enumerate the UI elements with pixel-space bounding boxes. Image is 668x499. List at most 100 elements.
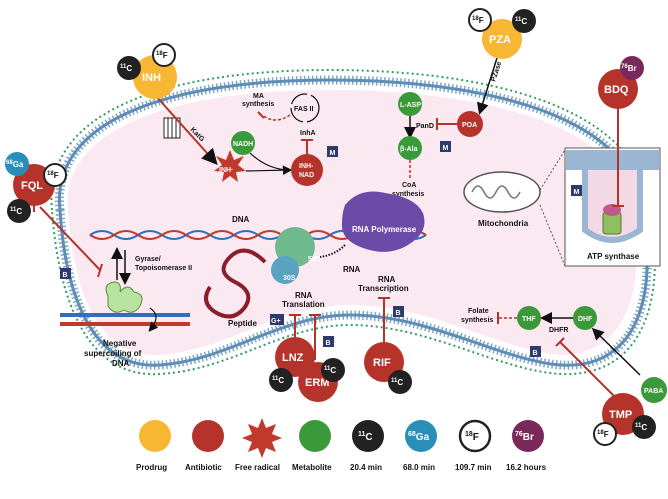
legend-f18-swatch	[458, 419, 492, 453]
badge-b-folate	[530, 346, 541, 357]
tmp-c11-text: 11C	[635, 423, 647, 432]
badge-m-inh	[327, 146, 338, 157]
lnz-c11-badge	[269, 368, 293, 392]
fql-ga68-text: 68Ga	[6, 160, 24, 169]
nadh-circle	[231, 131, 255, 155]
tmp-inhibit-line	[559, 341, 621, 403]
ribosome-30s	[271, 256, 299, 284]
rna-transcription-label-2: Transcription	[358, 284, 409, 293]
fas2-label: FAS II	[294, 106, 314, 113]
mitochondria-shape	[463, 171, 541, 213]
lnz-c11-text: 11C	[272, 376, 284, 385]
badge-m-atp	[571, 185, 582, 196]
supercoil-dna-top	[60, 313, 190, 317]
fql-c11-text: 11C	[10, 207, 22, 216]
badge-b-translation	[323, 336, 334, 347]
pza-drug-label: PZA	[489, 34, 511, 46]
fql-f18-text: 18F	[47, 171, 59, 180]
legend-metabolite-swatch	[299, 420, 331, 452]
gyrase-label-2: Topoisomerase II	[135, 265, 192, 272]
tmp-inhibit-bar	[555, 337, 565, 347]
badge-m-pza	[440, 141, 451, 152]
poa-circle	[457, 111, 483, 137]
badge-b-translation-text: B	[326, 340, 331, 347]
dna-label: DNA	[232, 215, 250, 224]
inh-f18-text: 18F	[156, 51, 168, 60]
supercoil-rotation	[148, 307, 159, 332]
ma-synthesis-label-2: synthesis	[242, 101, 274, 108]
inh-c11-badge	[117, 56, 141, 80]
inh-radical-star	[214, 150, 246, 182]
erm-c11-badge	[321, 358, 345, 382]
pza-c11-text: 11C	[515, 17, 527, 26]
inh-f18-badge	[152, 43, 176, 67]
coa-label-2: synthesis	[392, 191, 424, 198]
pza-c11-badge	[512, 9, 536, 33]
paba-circle	[641, 377, 667, 403]
rif-c11-badge	[388, 370, 412, 394]
legend-antibiotic-swatch	[192, 420, 224, 452]
legend-f18-text: 18F	[465, 431, 479, 443]
thf-label: THF	[522, 316, 536, 323]
atp-synthase-label: ATP synthase	[587, 252, 640, 261]
neg-supercoil-label-2: supercoiling of	[84, 349, 142, 358]
rna-transcription-label-1: RNA	[378, 275, 396, 284]
legend-antibiotic-label: Antibiotic	[185, 463, 222, 472]
fas2-cycle	[290, 93, 320, 123]
badge-b-transcription-text: B	[396, 310, 401, 317]
mitochondria-cristae	[471, 185, 521, 199]
tmp-drug-label: TMP	[609, 409, 632, 421]
legend-c11-swatch	[352, 420, 384, 452]
folate-label-2: synthesis	[461, 317, 493, 324]
inha-label: InhA	[300, 130, 316, 137]
b-ala-label: β-Ala	[400, 146, 418, 153]
badge-gplus	[270, 314, 284, 325]
poa-label: POA	[462, 122, 477, 129]
nadh-label: NADH	[233, 141, 253, 148]
dhf-label: DHF	[578, 316, 593, 323]
inh-nad-label-2: NAD	[299, 172, 314, 179]
legend-prodrug-swatch	[139, 420, 171, 452]
folate-label-1: Folate	[468, 308, 489, 315]
rif-c11-text: 11C	[391, 378, 403, 387]
inh-nad-circle	[291, 154, 323, 186]
ribosome-30s-label: 30S	[283, 275, 296, 282]
inh-radical-label: INH·	[219, 167, 233, 174]
legend-prodrug-label: Prodrug	[136, 463, 167, 472]
erm-drug-label: ERM	[305, 377, 329, 389]
legend-c11-label: 20.4 min	[350, 463, 382, 472]
nadh-to-inhnad-arrow	[249, 152, 291, 171]
tmp-f18-text: 18F	[597, 430, 609, 439]
fql-f18-badge	[43, 163, 67, 187]
mitochondria-label: Mitochondria	[478, 219, 529, 228]
pza-drug-circle[interactable]	[482, 19, 522, 59]
badge-b-transcription	[393, 306, 404, 317]
ma-synthesis-label-1: MA	[253, 93, 264, 100]
gyrase-enzyme	[105, 281, 143, 313]
inh-nad-label-1: INH-	[299, 163, 314, 170]
legend-f18-label: 109.7 min	[455, 463, 492, 472]
cell-membrane	[57, 78, 649, 367]
legend-br76-swatch	[512, 420, 544, 452]
legend-br76-label: 16.2 hours	[506, 463, 547, 472]
erm-c11-text: 11C	[324, 366, 336, 375]
dhf-circle	[573, 306, 597, 330]
badge-b-gyrase	[60, 268, 71, 279]
ma-inhibit-bar	[257, 111, 265, 119]
lnz-drug-label: LNZ	[282, 352, 304, 364]
tmp-c11-badge	[632, 415, 656, 439]
neg-supercoil-label-1: Negative	[103, 339, 137, 348]
fql-inhibit-bar	[97, 263, 103, 278]
pza-f18-badge	[468, 8, 492, 32]
legend-ga68-text: 68Ga	[408, 431, 430, 443]
badge-m-atp-text: M	[574, 189, 580, 196]
ribosome-50s-label: 50S	[308, 256, 321, 263]
radical-to-inhnad-arrow	[245, 165, 293, 175]
dhfr-label: DHFR	[549, 327, 568, 334]
fql-ga68-badge	[5, 152, 29, 176]
badge-b-folate-text: B	[533, 350, 538, 357]
peptide-chain	[204, 248, 267, 319]
legend-br76-text: 76Br	[515, 431, 534, 443]
legend-free-radical-swatch	[242, 418, 282, 458]
